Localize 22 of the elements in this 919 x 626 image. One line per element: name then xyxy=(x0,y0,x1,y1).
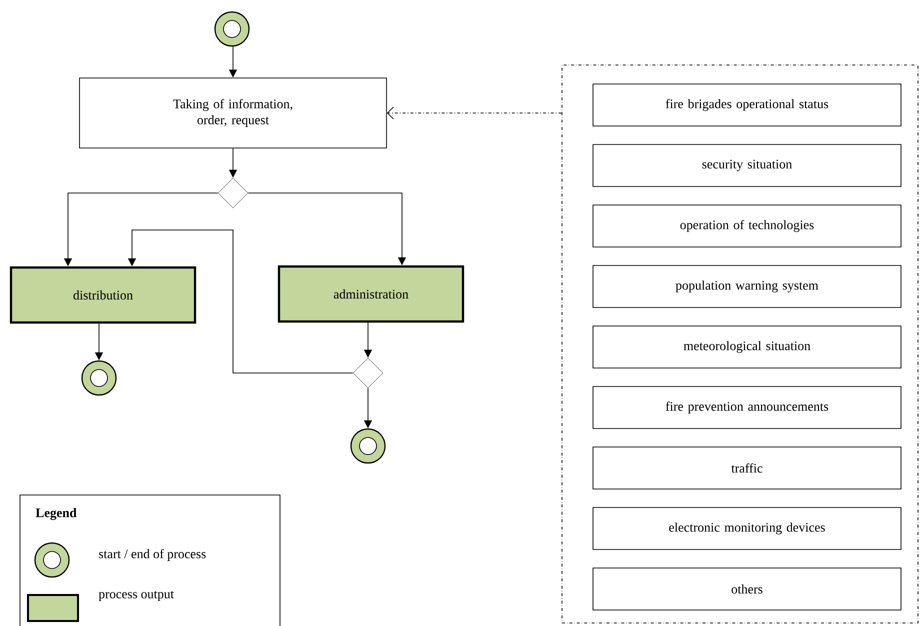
start-end-circle xyxy=(350,428,386,464)
output-box: administration xyxy=(278,265,464,323)
process-box: security situation xyxy=(592,144,902,187)
legend-title: Legend xyxy=(36,508,77,520)
process-box: electronic monitoring devices xyxy=(592,507,902,550)
start-end-circle xyxy=(81,360,117,396)
decision-diamond xyxy=(352,358,384,388)
arrow xyxy=(386,106,562,120)
process-box: meteorological situation xyxy=(592,326,902,368)
process-box: traffic xyxy=(592,446,902,490)
process-box: population warning system xyxy=(592,265,902,308)
process-box: fire prevention announcements xyxy=(592,386,902,429)
dash-dot-frame xyxy=(562,64,918,624)
output-box: distribution xyxy=(10,266,196,324)
process-box: others xyxy=(592,568,902,610)
legend-text: start / end of process xyxy=(99,549,206,561)
start-end-circle xyxy=(214,11,250,47)
process-box: operation of technologies xyxy=(592,204,902,248)
decision-diamond xyxy=(218,178,248,208)
process-box: Taking of information, order, request xyxy=(79,78,387,148)
legend-text: process output xyxy=(98,590,174,602)
process-box: fire brigades operational status xyxy=(592,84,902,126)
